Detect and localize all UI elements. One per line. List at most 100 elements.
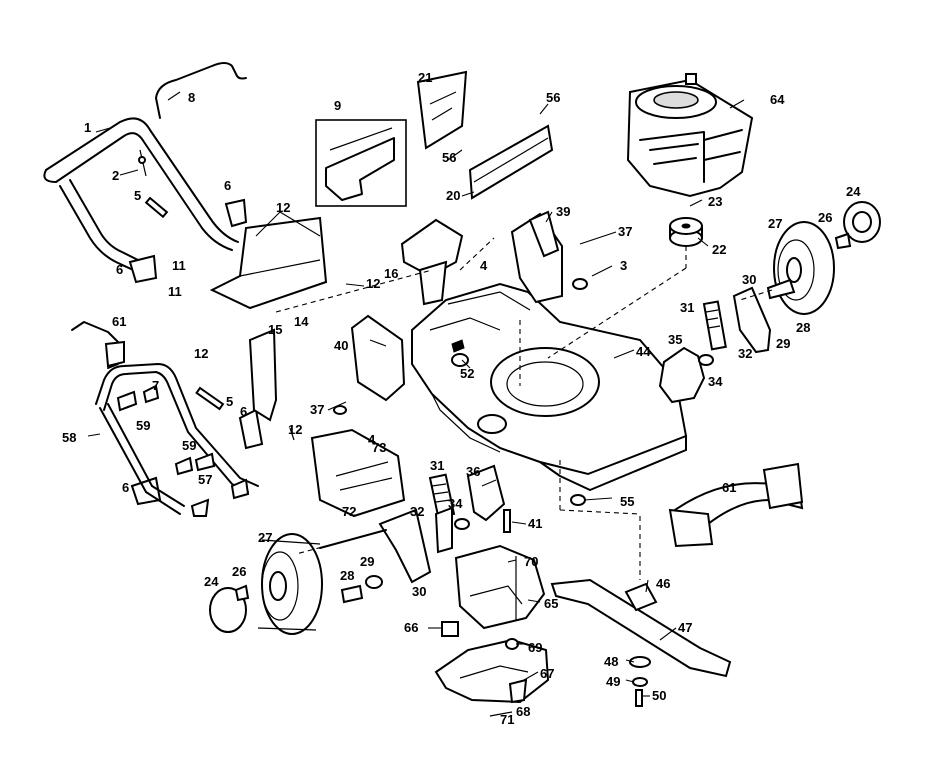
callout-6c: 6 <box>240 404 247 419</box>
callout-6a: 6 <box>224 178 231 193</box>
callout-8: 8 <box>188 90 195 105</box>
callout-52: 52 <box>460 366 474 381</box>
callout-27a: 27 <box>768 216 782 231</box>
callout-27b: 27 <box>258 530 272 545</box>
callout-1: 1 <box>84 120 91 135</box>
callout-5b: 5 <box>226 394 233 409</box>
decals <box>416 70 554 200</box>
mower-deck <box>411 282 688 491</box>
callout-23: 23 <box>708 194 722 209</box>
control-panel-bracket <box>315 119 407 207</box>
callout-16: 16 <box>384 266 398 281</box>
rear-baffle-brackets <box>209 216 464 422</box>
callout-5a: 5 <box>134 188 141 203</box>
callout-44: 44 <box>636 344 651 359</box>
callout-55: 55 <box>620 494 634 509</box>
small-fasteners <box>289 278 588 506</box>
drive-pulley <box>669 217 703 268</box>
callout-59b: 59 <box>182 438 196 453</box>
callout-29b: 29 <box>360 554 374 569</box>
callout-61b: 61 <box>722 480 736 495</box>
side-bracket <box>510 210 563 304</box>
callout-73: 73 <box>372 440 386 455</box>
callout-6d: 6 <box>122 480 129 495</box>
callout-11b: 11 <box>168 284 182 299</box>
left-height-adjuster <box>319 464 511 604</box>
callout-48: 48 <box>604 654 618 669</box>
callout-36: 36 <box>466 464 480 479</box>
callout-64: 64 <box>770 92 785 107</box>
right-height-adjuster <box>658 278 796 404</box>
callout-31b: 31 <box>430 458 444 473</box>
callout-4b: 4 <box>368 432 376 447</box>
callout-28a: 28 <box>796 320 810 335</box>
callout-24b: 24 <box>204 574 219 589</box>
callout-58: 58 <box>62 430 76 445</box>
callout-29a: 29 <box>776 336 790 351</box>
callout-59a: 59 <box>136 418 150 433</box>
callout-47: 47 <box>678 620 692 635</box>
alignment-lines <box>275 237 773 555</box>
callout-32b: 32 <box>410 504 424 519</box>
callout-32a: 32 <box>738 346 752 361</box>
callout-22: 22 <box>712 242 726 257</box>
callout-12d: 12 <box>288 422 302 437</box>
callout-31a: 31 <box>680 300 694 315</box>
callout-61a: 61 <box>112 314 126 329</box>
callout-57: 57 <box>198 472 212 487</box>
callout-30b: 30 <box>412 584 426 599</box>
callout-26b: 26 <box>232 564 246 579</box>
blade-assembly <box>550 516 732 707</box>
callout-34a: 34 <box>708 374 723 389</box>
callout-15: 15 <box>268 322 282 337</box>
height-adjuster-lever <box>350 314 406 402</box>
callout-70: 70 <box>524 554 538 569</box>
leader-lines <box>87 91 745 697</box>
callout-65: 65 <box>544 596 558 611</box>
callout-39: 39 <box>556 204 570 219</box>
callout-21: 21 <box>418 70 432 85</box>
callout-3: 3 <box>620 258 627 273</box>
engine <box>626 73 754 198</box>
handle-control-wire <box>155 62 247 119</box>
callout-72: 72 <box>342 504 356 519</box>
callout-2: 2 <box>112 168 119 183</box>
callout-37b: 37 <box>310 402 324 417</box>
callout-7: 7 <box>152 378 159 393</box>
callout-12a: 12 <box>276 200 290 215</box>
handle-fasteners <box>116 384 250 517</box>
callout-41: 41 <box>528 516 542 531</box>
upper-handle <box>43 117 239 277</box>
cable-clip <box>71 321 125 369</box>
mulch-plug-assembly <box>434 544 550 717</box>
callout-12b: 12 <box>366 276 380 291</box>
callout-68: 68 <box>516 704 530 719</box>
callout-56a: 56 <box>546 90 560 105</box>
lower-handle <box>95 363 259 515</box>
callout-11a: 11 <box>172 258 186 273</box>
callout-30a: 30 <box>742 272 756 287</box>
callout-labels: 1 2 5 8 6 6 9 21 56 56 20 64 23 22 24 26… <box>62 70 861 727</box>
rear-flap <box>310 428 406 518</box>
handle-bolts <box>138 149 225 411</box>
callout-24a: 24 <box>846 184 861 199</box>
callout-40: 40 <box>334 338 348 353</box>
callout-28b: 28 <box>340 568 354 583</box>
callout-66: 66 <box>404 620 418 635</box>
callout-37a: 37 <box>618 224 632 239</box>
callout-9: 9 <box>334 98 341 113</box>
callout-6b: 6 <box>116 262 123 277</box>
callout-35: 35 <box>668 332 682 347</box>
callout-14: 14 <box>294 314 309 329</box>
callout-34b: 34 <box>448 496 463 511</box>
callout-69: 69 <box>528 640 542 655</box>
callout-67: 67 <box>540 666 554 681</box>
rear-wheel-left <box>209 533 323 635</box>
rear-shield <box>668 462 804 548</box>
callout-46: 46 <box>656 576 670 591</box>
callout-4a: 4 <box>480 258 488 273</box>
callout-12c: 12 <box>194 346 208 361</box>
callout-26a: 26 <box>818 210 832 225</box>
callout-49: 49 <box>606 674 620 689</box>
